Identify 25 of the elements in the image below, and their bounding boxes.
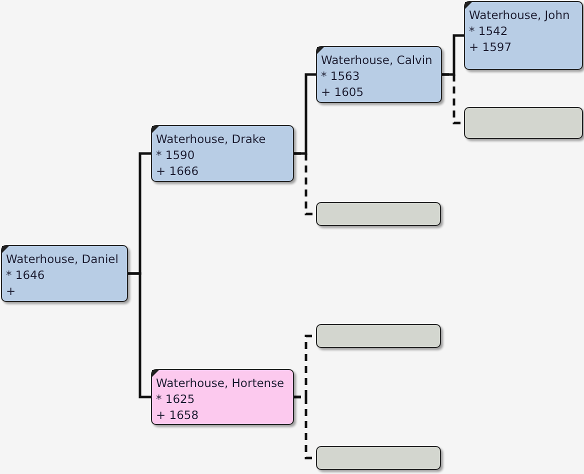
death-date: + 1605 bbox=[321, 84, 364, 100]
person-name: Waterhouse, Calvin bbox=[321, 52, 432, 68]
person-box bbox=[151, 125, 294, 182]
person-name: Waterhouse, Hortense bbox=[156, 375, 284, 391]
birth-date: * 1590 bbox=[156, 147, 195, 163]
birth-date: * 1563 bbox=[321, 68, 360, 84]
death-date: + bbox=[6, 283, 16, 299]
birth-date: * 1542 bbox=[469, 23, 508, 39]
person-name: Waterhouse, Drake bbox=[156, 131, 266, 147]
person-name: Waterhouse, Daniel bbox=[6, 251, 118, 267]
death-date: + 1597 bbox=[469, 39, 512, 55]
empty-person-box bbox=[316, 446, 441, 470]
person-box bbox=[151, 369, 294, 425]
death-date: + 1658 bbox=[156, 407, 199, 423]
person-box bbox=[464, 1, 583, 70]
connector-line bbox=[128, 272, 151, 398]
empty-person-box bbox=[316, 324, 441, 348]
death-date: + 1666 bbox=[156, 163, 199, 179]
person-name: Waterhouse, John bbox=[469, 7, 570, 23]
person-box bbox=[1, 245, 128, 302]
person-box bbox=[316, 46, 442, 103]
empty-person-box bbox=[464, 107, 583, 139]
birth-date: * 1625 bbox=[156, 391, 195, 407]
birth-date: * 1646 bbox=[6, 267, 45, 283]
empty-person-box bbox=[316, 202, 441, 226]
